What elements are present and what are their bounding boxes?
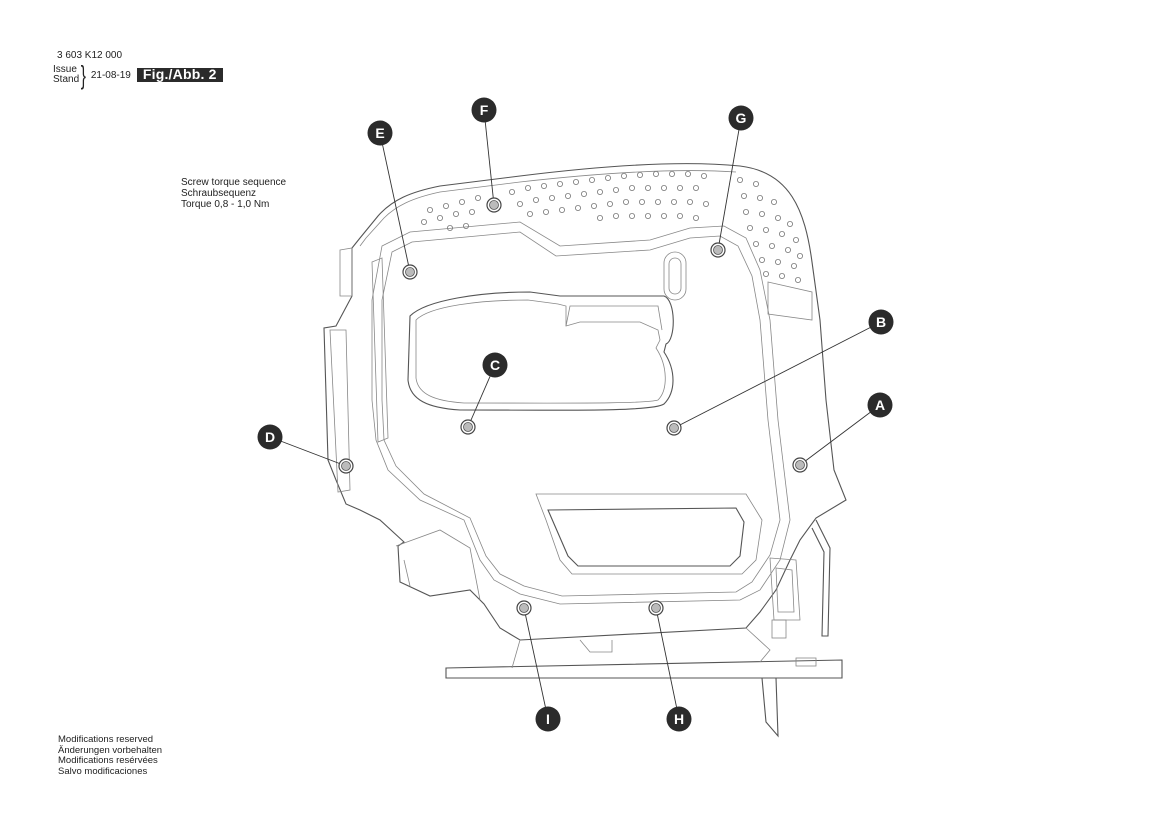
torque-note-line3: Torque 0,8 - 1,0 Nm [181,199,270,210]
issue-label: Issue [53,64,77,75]
callout-h: H [666,706,692,732]
screw-e [402,264,418,280]
svg-text:G: G [736,110,747,126]
screw-c [460,419,476,435]
screw-b [666,420,682,436]
figure-label: Fig./Abb. 2 [136,67,223,82]
svg-text:A: A [875,397,885,413]
callout-d: D [257,424,283,450]
screw-h [648,600,664,616]
screw-g [710,242,726,258]
modifications-line4: Salvo modificaciones [58,765,148,777]
modifications-line3: Modifications resérvées [58,755,158,766]
callout-a: A [867,392,893,418]
modifications-line1: Modifications reserved [58,734,154,745]
torque-note-line1: Screw torque sequence [181,177,287,188]
torque-note-line2: Schraubsequenz [181,188,257,199]
brace-glyph: } [80,60,87,90]
screw-d [338,458,354,474]
svg-text:H: H [674,711,684,727]
stand-label: Stand [53,74,80,85]
modifications-line2: Änderungen vorbehalten [58,744,163,756]
issue-labels: Issue Stand [53,65,79,85]
screw-i [516,600,532,616]
grip-dots [420,170,804,283]
issue-block: Issue Stand } 21-08-19 Fig./Abb. 2 [53,60,223,90]
leader-lines [269,109,882,720]
callout-c: C [482,352,508,378]
svg-text:F: F [480,102,489,118]
callout-b: B [868,309,894,335]
svg-text:B: B [876,314,886,330]
screw-a [792,457,808,473]
issue-date: 21-08-19 [90,69,131,81]
callout-i: I [535,706,561,732]
svg-text:I: I [546,711,550,727]
svg-text:C: C [490,357,500,373]
torque-note: Screw torque sequence Schraubsequenz Tor… [181,177,286,210]
callout-f: F [471,97,497,123]
callout-e: E [367,120,393,146]
modifications-note: Modifications reserved Änderungen vorbeh… [58,734,163,777]
screw-f [486,197,502,213]
part-number: 3 603 K12 000 [57,50,123,61]
svg-text:E: E [375,125,384,141]
svg-text:D: D [265,429,275,445]
housing-outline [323,163,847,738]
callout-g: G [728,105,754,131]
